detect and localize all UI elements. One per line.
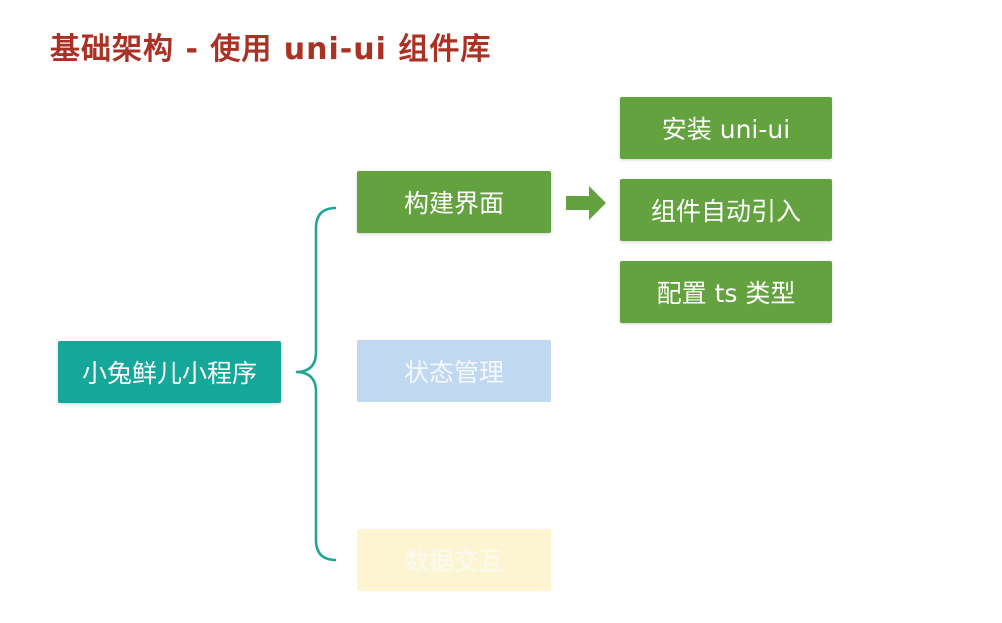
branch-node-data: 数据交互 xyxy=(357,529,551,591)
sub-item-label: 组件自动引入 xyxy=(650,197,801,226)
branch-node-label: 构建界面 xyxy=(403,189,504,218)
sub-item-install: 安装 uni-ui xyxy=(620,97,832,159)
branch-node-state: 状态管理 xyxy=(357,340,551,402)
root-node: 小兔鲜儿小程序 xyxy=(58,341,281,403)
branch-node-ui: 构建界面 xyxy=(357,171,551,233)
slide-title: 基础架构 - 使用 uni-ui 组件库 xyxy=(50,32,492,67)
right-arrow-icon xyxy=(566,186,606,220)
brace-connector xyxy=(295,206,337,562)
sub-item-ts-types: 配置 ts 类型 xyxy=(620,261,832,323)
sub-item-label: 安装 uni-ui xyxy=(661,115,791,144)
sub-item-label: 配置 ts 类型 xyxy=(656,279,796,308)
root-node-label: 小兔鲜儿小程序 xyxy=(81,359,257,388)
sub-item-auto-import: 组件自动引入 xyxy=(620,179,832,241)
branch-node-label: 状态管理 xyxy=(403,358,504,387)
branch-node-label: 数据交互 xyxy=(403,547,504,576)
